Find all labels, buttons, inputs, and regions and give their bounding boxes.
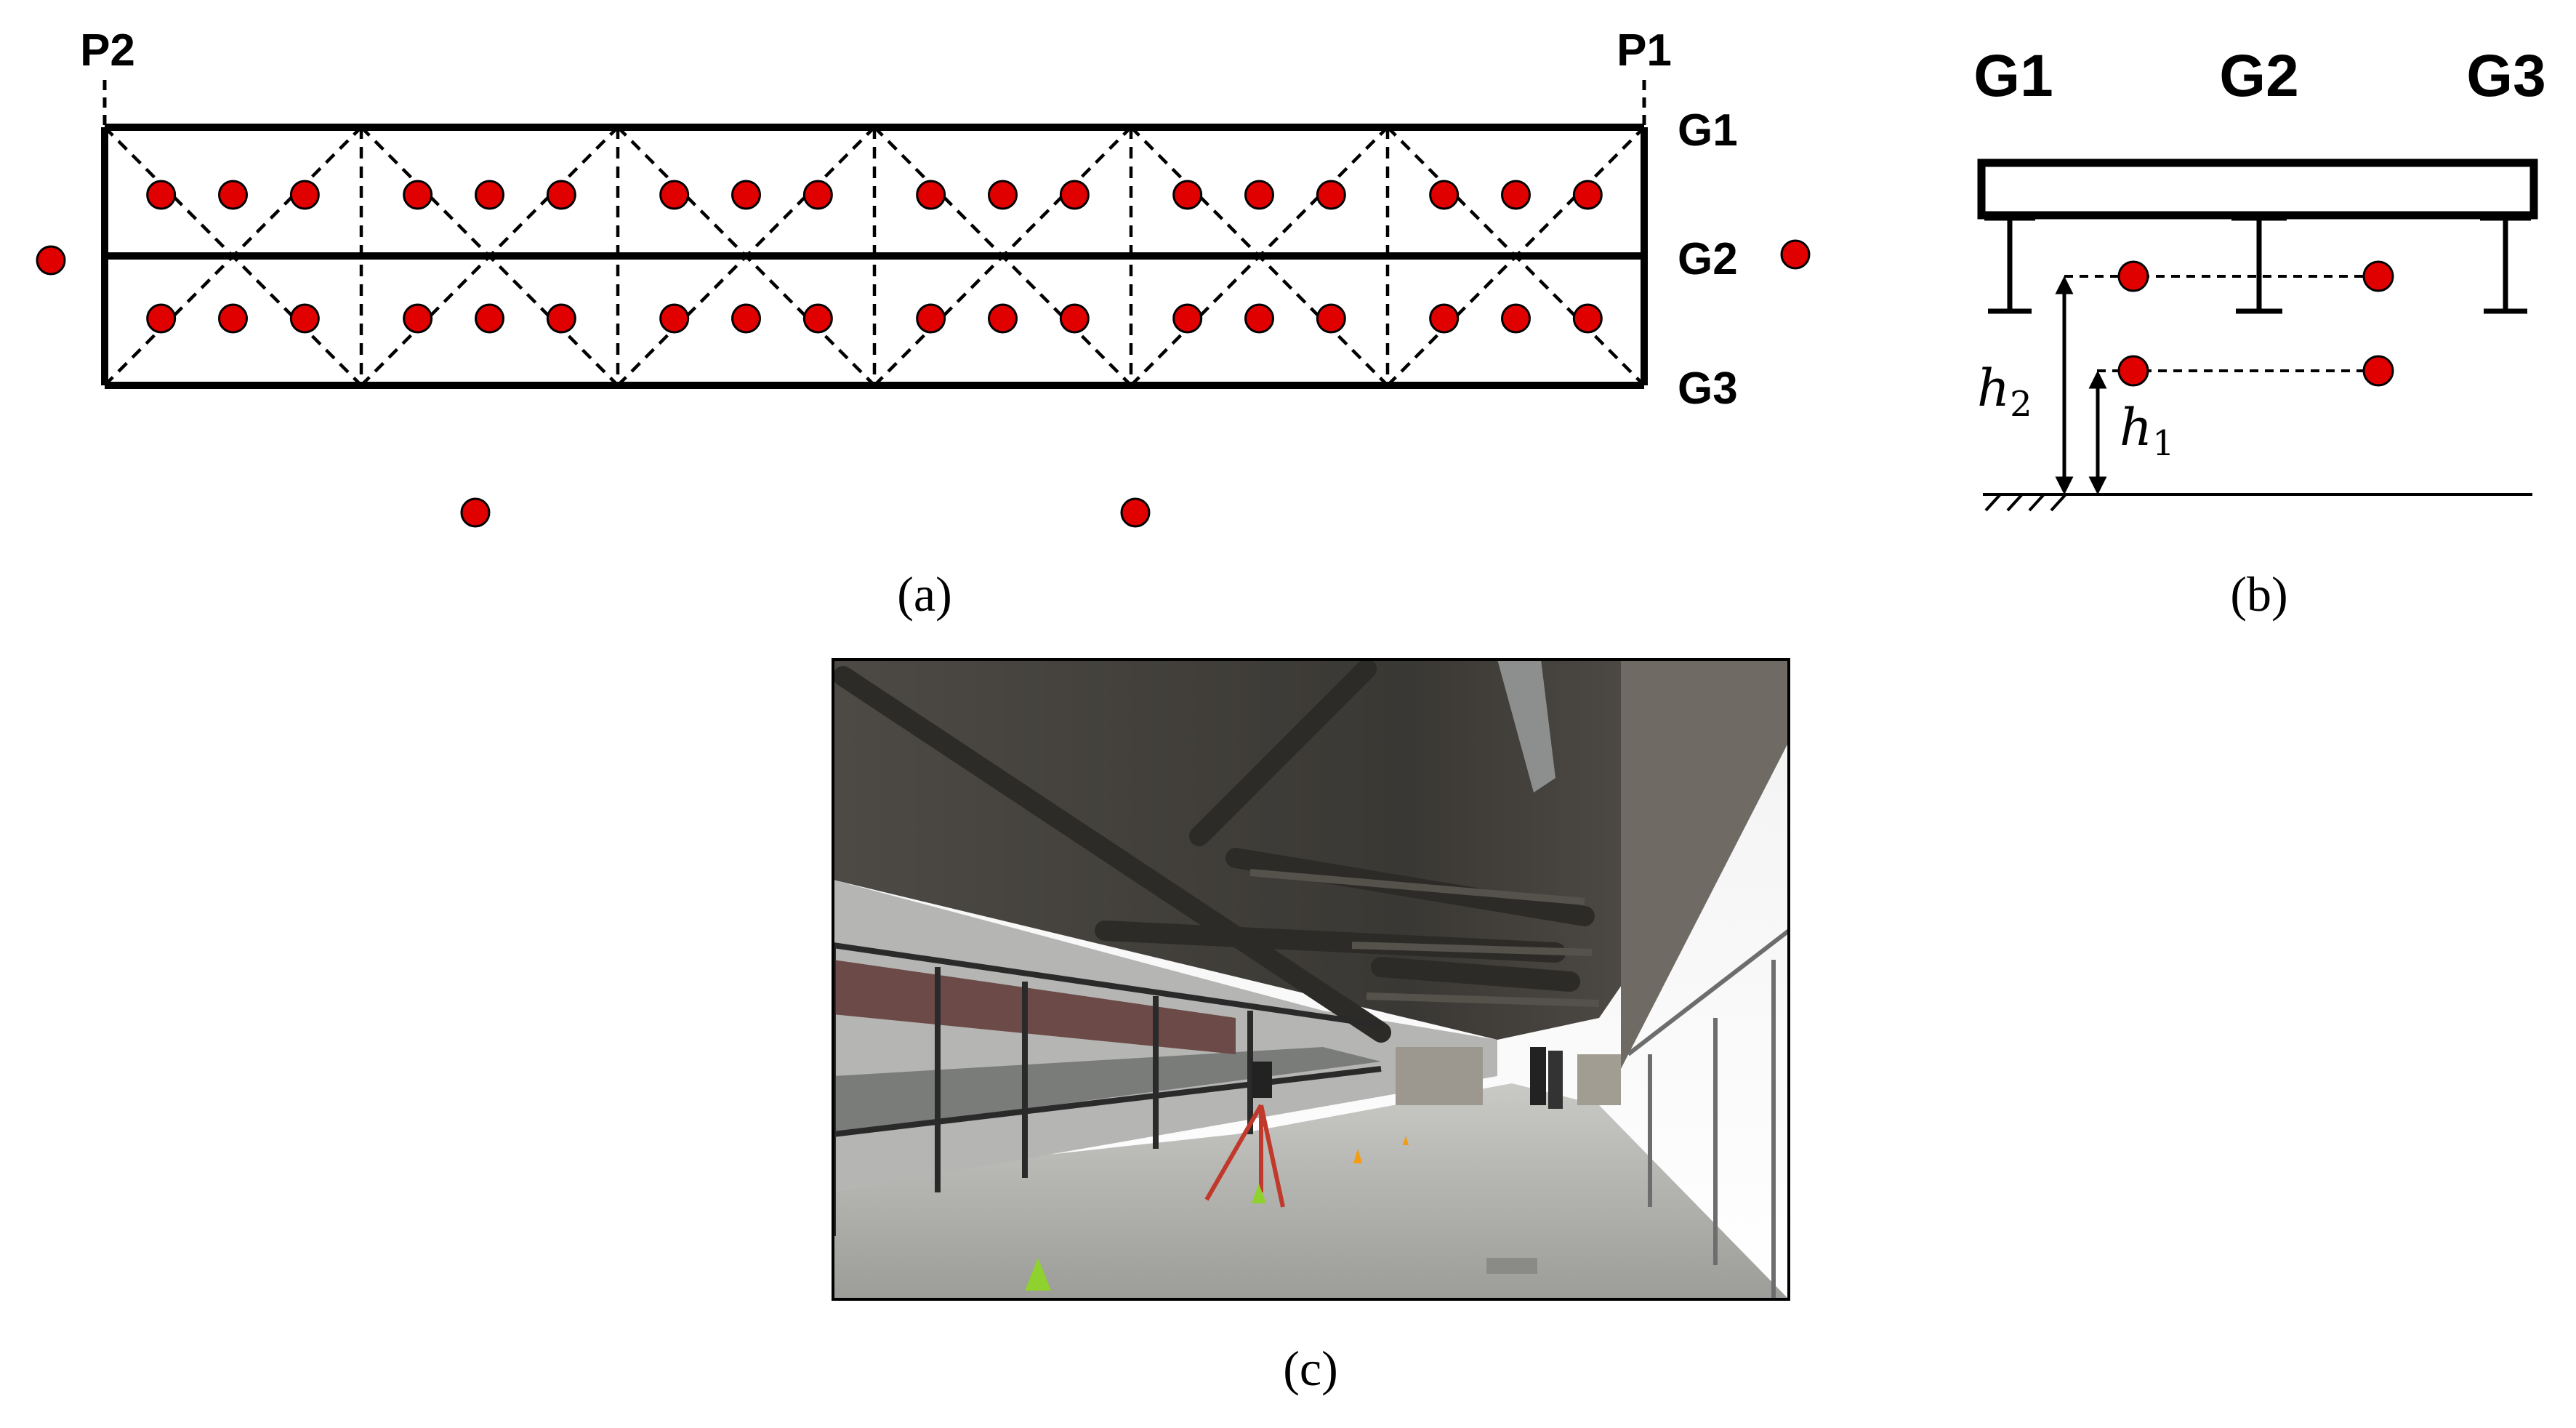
- section-label-g3: G3: [2466, 43, 2545, 109]
- label-h1: h1: [2120, 398, 2175, 464]
- scan-point: [403, 180, 433, 210]
- ground-hatch: [1984, 493, 2067, 512]
- scan-point-outside: [36, 245, 66, 276]
- caption-a: (a): [897, 566, 951, 622]
- scan-point: [731, 303, 761, 334]
- scan-point: [1501, 303, 1531, 334]
- scan-point: [403, 303, 433, 334]
- girder-label-g3: G3: [1678, 364, 1738, 414]
- scan-point-outside: [460, 497, 491, 528]
- scan-point: [659, 180, 690, 210]
- girder-lines: [101, 124, 1648, 389]
- label-h2: h2: [1977, 358, 2032, 425]
- diagonal-brace: [1386, 126, 1646, 387]
- photo-image: [833, 659, 1789, 1299]
- i-girder-2: [2231, 215, 2287, 314]
- caption-c: (c): [1283, 1341, 1337, 1396]
- girder-label-g1: G1: [1678, 105, 1738, 156]
- scan-point: [1316, 180, 1346, 210]
- section-label-g2: G2: [2219, 43, 2298, 109]
- diagonal-brace: [103, 126, 363, 387]
- scan-point: [802, 303, 833, 334]
- scan-point: [1572, 180, 1603, 210]
- scan-point: [659, 303, 690, 334]
- caption-b: (b): [2230, 566, 2287, 622]
- scan-point: [1059, 303, 1090, 334]
- scan-point: [1059, 180, 1090, 210]
- diagonal-brace: [1386, 126, 1646, 387]
- diagonal-brace: [1130, 126, 1389, 387]
- scan-point: [1501, 180, 1531, 210]
- pier-label-p1: P1: [1617, 25, 1672, 76]
- scan-point: [1316, 303, 1346, 334]
- pier-label-p2: P2: [80, 25, 135, 76]
- scan-point: [146, 180, 177, 210]
- photo-frame: [832, 658, 1790, 1301]
- diagonal-brace: [360, 126, 619, 387]
- section-scan-points: [2117, 260, 2394, 387]
- deck-slab: [1977, 159, 2538, 220]
- section-point: [2362, 260, 2394, 292]
- scan-point: [988, 303, 1018, 334]
- section-point: [2117, 355, 2149, 387]
- diagonal-brace: [616, 126, 876, 387]
- i-girders: [1984, 215, 2531, 314]
- girder-label-g2: G2: [1678, 234, 1738, 284]
- scan-point: [475, 180, 504, 210]
- section-point: [2117, 260, 2149, 292]
- scan-point: [988, 180, 1018, 210]
- diagonal-brace: [616, 126, 876, 387]
- i-girder-1: [1984, 215, 2035, 314]
- scan-point: [146, 303, 177, 334]
- scan-point: [218, 180, 248, 210]
- scan-point: [1429, 180, 1460, 210]
- diagonal-brace: [360, 126, 619, 387]
- scan-point: [1572, 303, 1603, 334]
- scan-point: [916, 180, 946, 210]
- scan-point: [1429, 303, 1460, 334]
- scan-point: [1172, 180, 1203, 210]
- diagonal-brace: [873, 126, 1132, 387]
- scan-point-outside: [1780, 239, 1811, 270]
- diagonal-brace: [103, 126, 363, 387]
- cross-bracing: [103, 126, 1646, 387]
- scan-point: [289, 180, 320, 210]
- section-point: [2362, 355, 2394, 387]
- scan-points: [36, 180, 1811, 528]
- scan-point: [802, 180, 833, 210]
- scan-point-outside: [1120, 497, 1151, 528]
- scan-point: [916, 303, 946, 334]
- diagonal-brace: [873, 126, 1132, 387]
- scan-point: [731, 180, 761, 210]
- scan-point: [546, 180, 576, 210]
- scan-point: [1244, 303, 1274, 334]
- scan-point: [218, 303, 248, 334]
- section-label-g1: G1: [1973, 43, 2053, 109]
- i-girder-3: [2480, 215, 2531, 314]
- scan-point: [1244, 180, 1274, 210]
- scan-point: [1172, 303, 1203, 334]
- scan-point: [546, 303, 576, 334]
- scan-point: [289, 303, 320, 334]
- scan-point: [475, 303, 504, 334]
- diagonal-brace: [1130, 126, 1389, 387]
